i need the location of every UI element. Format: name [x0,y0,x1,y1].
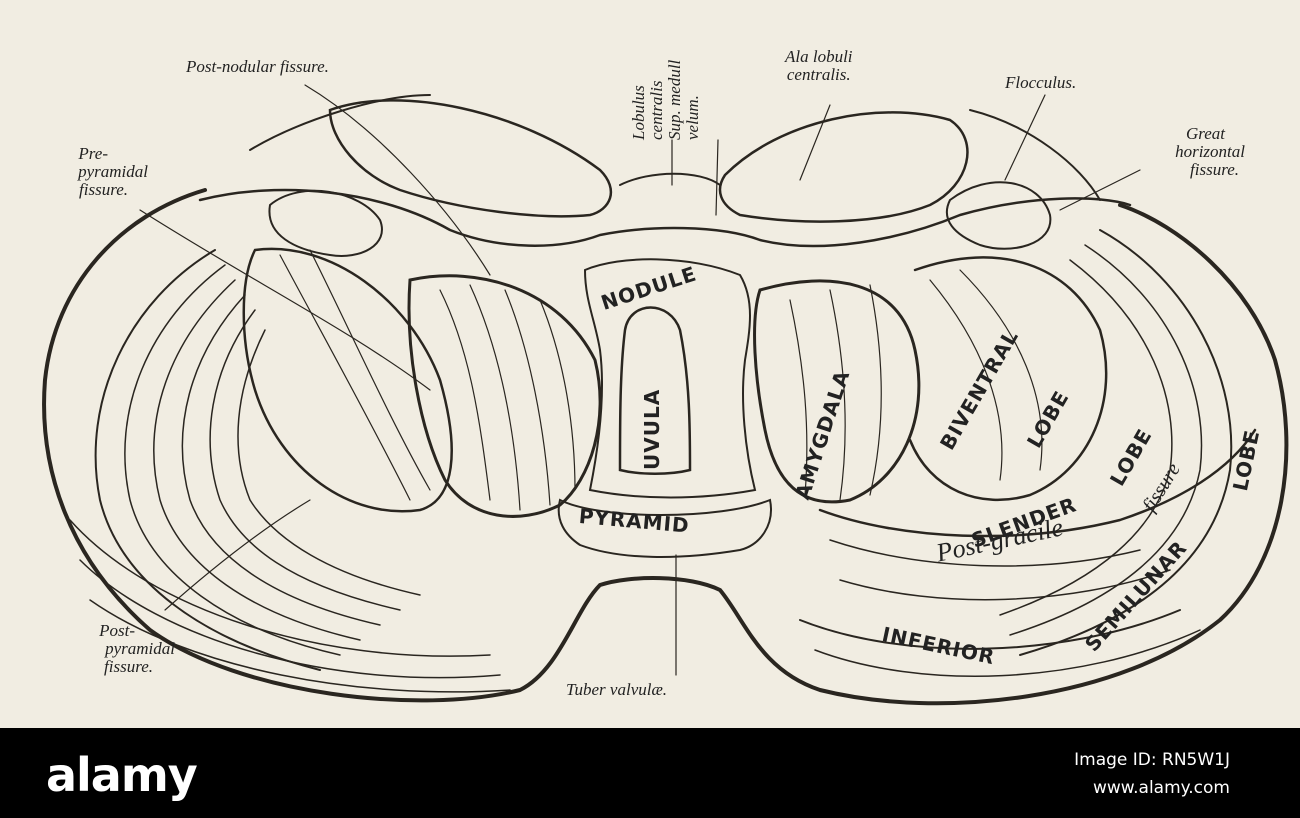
label-great-line3: fissure. [1190,160,1239,179]
label-post-nodular-fissure: Post-nodular fissure. [186,57,329,76]
site-url-text: www.alamy.com [1092,778,1230,798]
label-ala-lobuli-centralis: Ala lobuli centralis. [785,48,853,84]
label-post-pyramidal-line1: Post- [99,621,135,640]
brand-logo: alamy [46,748,198,802]
label-great-line2: horizontal [1175,142,1245,161]
leader-great-horizontal [1059,169,1141,211]
label-post-pyramidal-line2: pyramidal [105,639,175,658]
label-pre-pyramidal-fissure: Pre- pyramidal fissure. [8,145,148,199]
label-ala-line2: centralis. [786,65,851,84]
leader-pre-pyramidal [139,209,431,391]
label-pre-pyramidal-line3: fissure. [79,180,128,199]
label-great-horizontal-fissure: Great horizontal fissure. [1135,125,1245,179]
label-lobulus: Lobulus [629,85,648,140]
cerebellum-drawing [42,84,1289,706]
label-great-line1: Great [1185,124,1225,143]
cerebellum-illustration: Post-nodular fissure. Pre- pyramidal fis… [0,0,1300,728]
label-velum: velum. [683,95,702,140]
label-pre-pyramidal-line1: Pre- [78,144,108,163]
label-ala-line1: Ala lobuli [785,47,853,66]
leader-post-nodular [304,84,491,276]
label-centralis: centralis [647,80,666,141]
watermark-footer: alamy Image ID: RN5W1J www.alamy.com [0,728,1300,818]
label-pre-pyramidal-line2: pyramidal [78,162,148,181]
cerebellum-outline [42,188,1289,706]
leader-post-pyramidal [164,499,311,611]
label-tuber-valvulae: Tuber valvulæ. [566,680,668,699]
label-sup-medull: Sup. medull [665,59,684,140]
label-flocculus: Flocculus. [1005,73,1077,92]
leader-flocculus [1004,94,1046,181]
label-post-pyramidal-line3: fissure. [104,657,153,676]
label-post-pyramidal-fissure: Post- pyramidal fissure. [55,622,175,676]
leader-ala [799,104,831,181]
lobe-label-uvula: UVULA [640,388,664,470]
image-id-text: Image ID: RN5W1J [1074,750,1230,770]
leader-sup-medull [715,139,719,216]
